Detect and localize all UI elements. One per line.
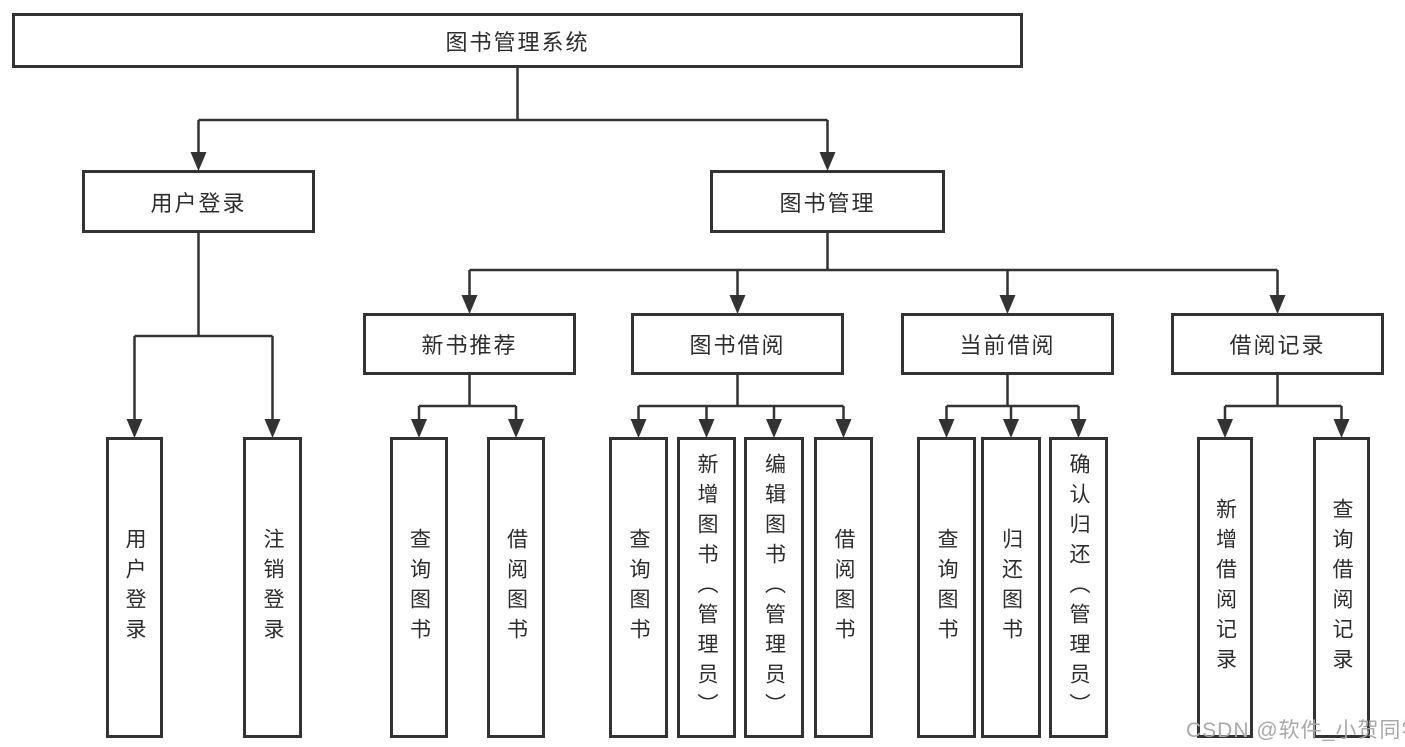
leaf-add-borrow-record: 新增借阅记录	[1197, 437, 1253, 738]
leaf-query-books-1: 查询图书	[390, 437, 448, 738]
node-book-borrow: 图书借阅	[631, 313, 844, 375]
leaf-query-books-3: 查询图书	[917, 437, 976, 738]
leaf-add-books-admin: 新增图书（管理员）	[677, 437, 736, 738]
leaf-borrow-books-1: 借阅图书	[487, 437, 545, 738]
node-book-management: 图书管理	[710, 170, 945, 233]
node-user-login: 用户登录	[82, 170, 315, 233]
leaf-query-borrow-record: 查询借阅记录	[1313, 437, 1370, 738]
leaf-borrow-books-2: 借阅图书	[814, 437, 873, 738]
leaf-query-books-2: 查询图书	[609, 437, 668, 738]
node-borrow-records: 借阅记录	[1171, 313, 1384, 375]
node-root-system: 图书管理系统	[12, 13, 1023, 68]
leaf-user-login: 用户登录	[106, 437, 163, 738]
node-new-book-recommend: 新书推荐	[363, 313, 576, 375]
leaf-logout: 注销登录	[243, 437, 302, 738]
watermark: CSDN @软件_小贺同学	[1186, 719, 1405, 742]
leaf-return-books: 归还图书	[981, 437, 1041, 738]
node-current-borrow: 当前借阅	[901, 313, 1114, 375]
leaf-edit-books-admin: 编辑图书（管理员）	[744, 437, 804, 738]
leaf-confirm-return-admin: 确认归还（管理员）	[1049, 437, 1108, 738]
